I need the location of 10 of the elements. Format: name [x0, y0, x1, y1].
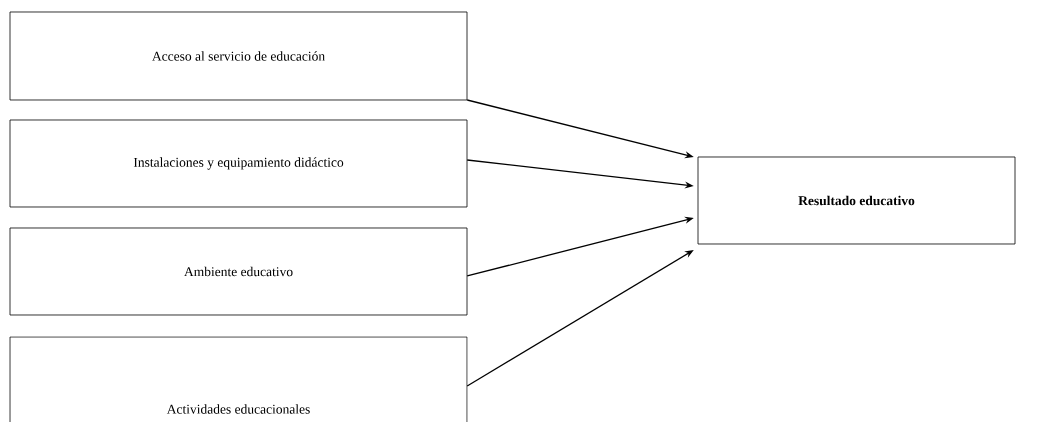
box-label: Ambiente educativo: [184, 266, 293, 277]
box-label: Resultado educativo: [798, 195, 915, 206]
box: [9, 336, 468, 422]
box: [9, 11, 468, 101]
box-label: Instalaciones y equipamiento didáctico: [133, 157, 344, 170]
box: [9, 119, 468, 208]
box: [9, 227, 468, 316]
box-label: Acceso al servicio de educación: [152, 51, 325, 61]
box-label: Actividades educacionales: [166, 404, 310, 414]
box: [697, 156, 1016, 245]
